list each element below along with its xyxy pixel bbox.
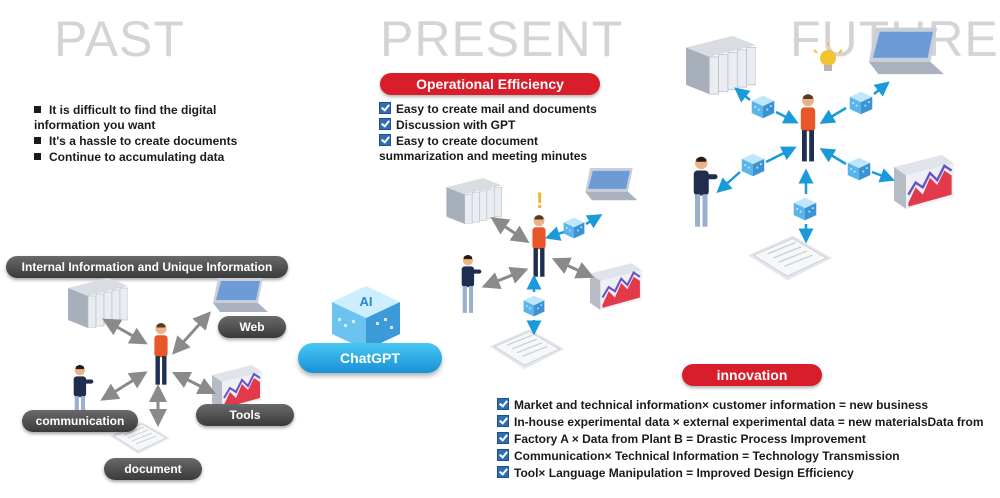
data-cube-icon [741, 153, 765, 177]
data-cube-icon [751, 95, 775, 119]
future-banner: innovation [682, 364, 822, 386]
data-cube-icon [523, 295, 545, 317]
future-item-5: Tool× Language Manipulation = Improved D… [497, 466, 854, 481]
present-item-2: Discussion with GPT [379, 118, 515, 133]
person-icon [532, 215, 546, 277]
present-item-text: Easy to create mail and documents [396, 102, 597, 116]
binders-icon [68, 278, 128, 328]
present-item-1: Easy to create mail and documents [379, 102, 597, 117]
web-label: Web [218, 316, 286, 338]
past-bullet-1: It is difficult to find the digital info… [34, 103, 234, 133]
laptop-icon [868, 27, 944, 75]
present-item-text: Discussion with GPT [396, 118, 516, 132]
binders-icon [686, 35, 756, 95]
ai-cube-icon: AI [332, 286, 400, 350]
present-banner: Operational Efficiency [380, 73, 600, 95]
binders-icon [446, 178, 502, 224]
future-item-text: Market and technical information× custom… [514, 398, 929, 412]
past-bullet-3: Continue to accumulating data [34, 150, 224, 165]
future-item-3: Factory A × Data from Plant B = Drastic … [497, 432, 866, 447]
future-item-text: Factory A × Data from Plant B = Drastic … [514, 432, 866, 446]
person-icon [154, 323, 168, 385]
lightbulb-icon [813, 42, 843, 71]
person-icon [800, 94, 816, 162]
laptop-icon [585, 168, 638, 201]
present-item-text: Easy to create document summarization an… [379, 134, 588, 163]
checkbox-icon [497, 415, 509, 427]
checkbox-icon [497, 449, 509, 461]
chatgpt-label: ChatGPT [298, 343, 442, 373]
past-diagram [68, 278, 268, 455]
checkbox-icon [497, 398, 509, 410]
laptop-icon [213, 278, 268, 312]
future-item-2: In-house experimental data × external ex… [497, 415, 984, 430]
data-cube-icon [847, 157, 871, 181]
checkbox-icon [497, 466, 509, 478]
bullet-square-icon [34, 153, 41, 160]
tools-label: Tools [196, 404, 294, 426]
document-icon [488, 328, 566, 370]
future-item-text: In-house experimental data × external ex… [514, 415, 984, 429]
future-item-4: Communication× Technical Information = T… [497, 449, 900, 464]
past-bullet-text: It's a hassle to create documents [49, 134, 238, 148]
future-item-text: Tool× Language Manipulation = Improved D… [514, 466, 854, 480]
person-talking-icon [461, 255, 482, 313]
present-item-3: Easy to create document summarization an… [379, 134, 609, 164]
past-heading: PAST [54, 11, 185, 67]
past-bullet-2: It's a hassle to create documents [34, 134, 237, 149]
data-cube-icon [563, 217, 585, 239]
data-cube-icon [793, 197, 817, 221]
document-icon [747, 234, 833, 282]
person-talking-icon [693, 156, 718, 227]
past-bullet-text: Continue to accumulating data [49, 150, 225, 164]
communication-label: communication [22, 410, 138, 432]
chart-icon [590, 262, 642, 310]
future-item-1: Market and technical information× custom… [497, 398, 928, 413]
checkbox-icon [379, 134, 391, 146]
chart-icon [894, 153, 954, 211]
present-heading: PRESENT [380, 11, 624, 67]
checkbox-icon [379, 118, 391, 130]
bullet-square-icon [34, 106, 41, 113]
bullet-square-icon [34, 137, 41, 144]
exclamation-icon: ! [536, 188, 543, 213]
checkbox-icon [379, 102, 391, 114]
document-label: document [104, 458, 202, 480]
present-diagram: ! [446, 168, 642, 370]
past-banner: Internal Information and Unique Informat… [6, 256, 288, 278]
ai-cube-text: AI [360, 294, 373, 309]
past-bullet-text: It is difficult to find the digital info… [34, 103, 217, 132]
future-diagram [686, 27, 954, 282]
checkbox-icon [497, 432, 509, 444]
data-cube-icon [849, 91, 873, 115]
future-item-text: Communication× Technical Information = T… [514, 449, 900, 463]
